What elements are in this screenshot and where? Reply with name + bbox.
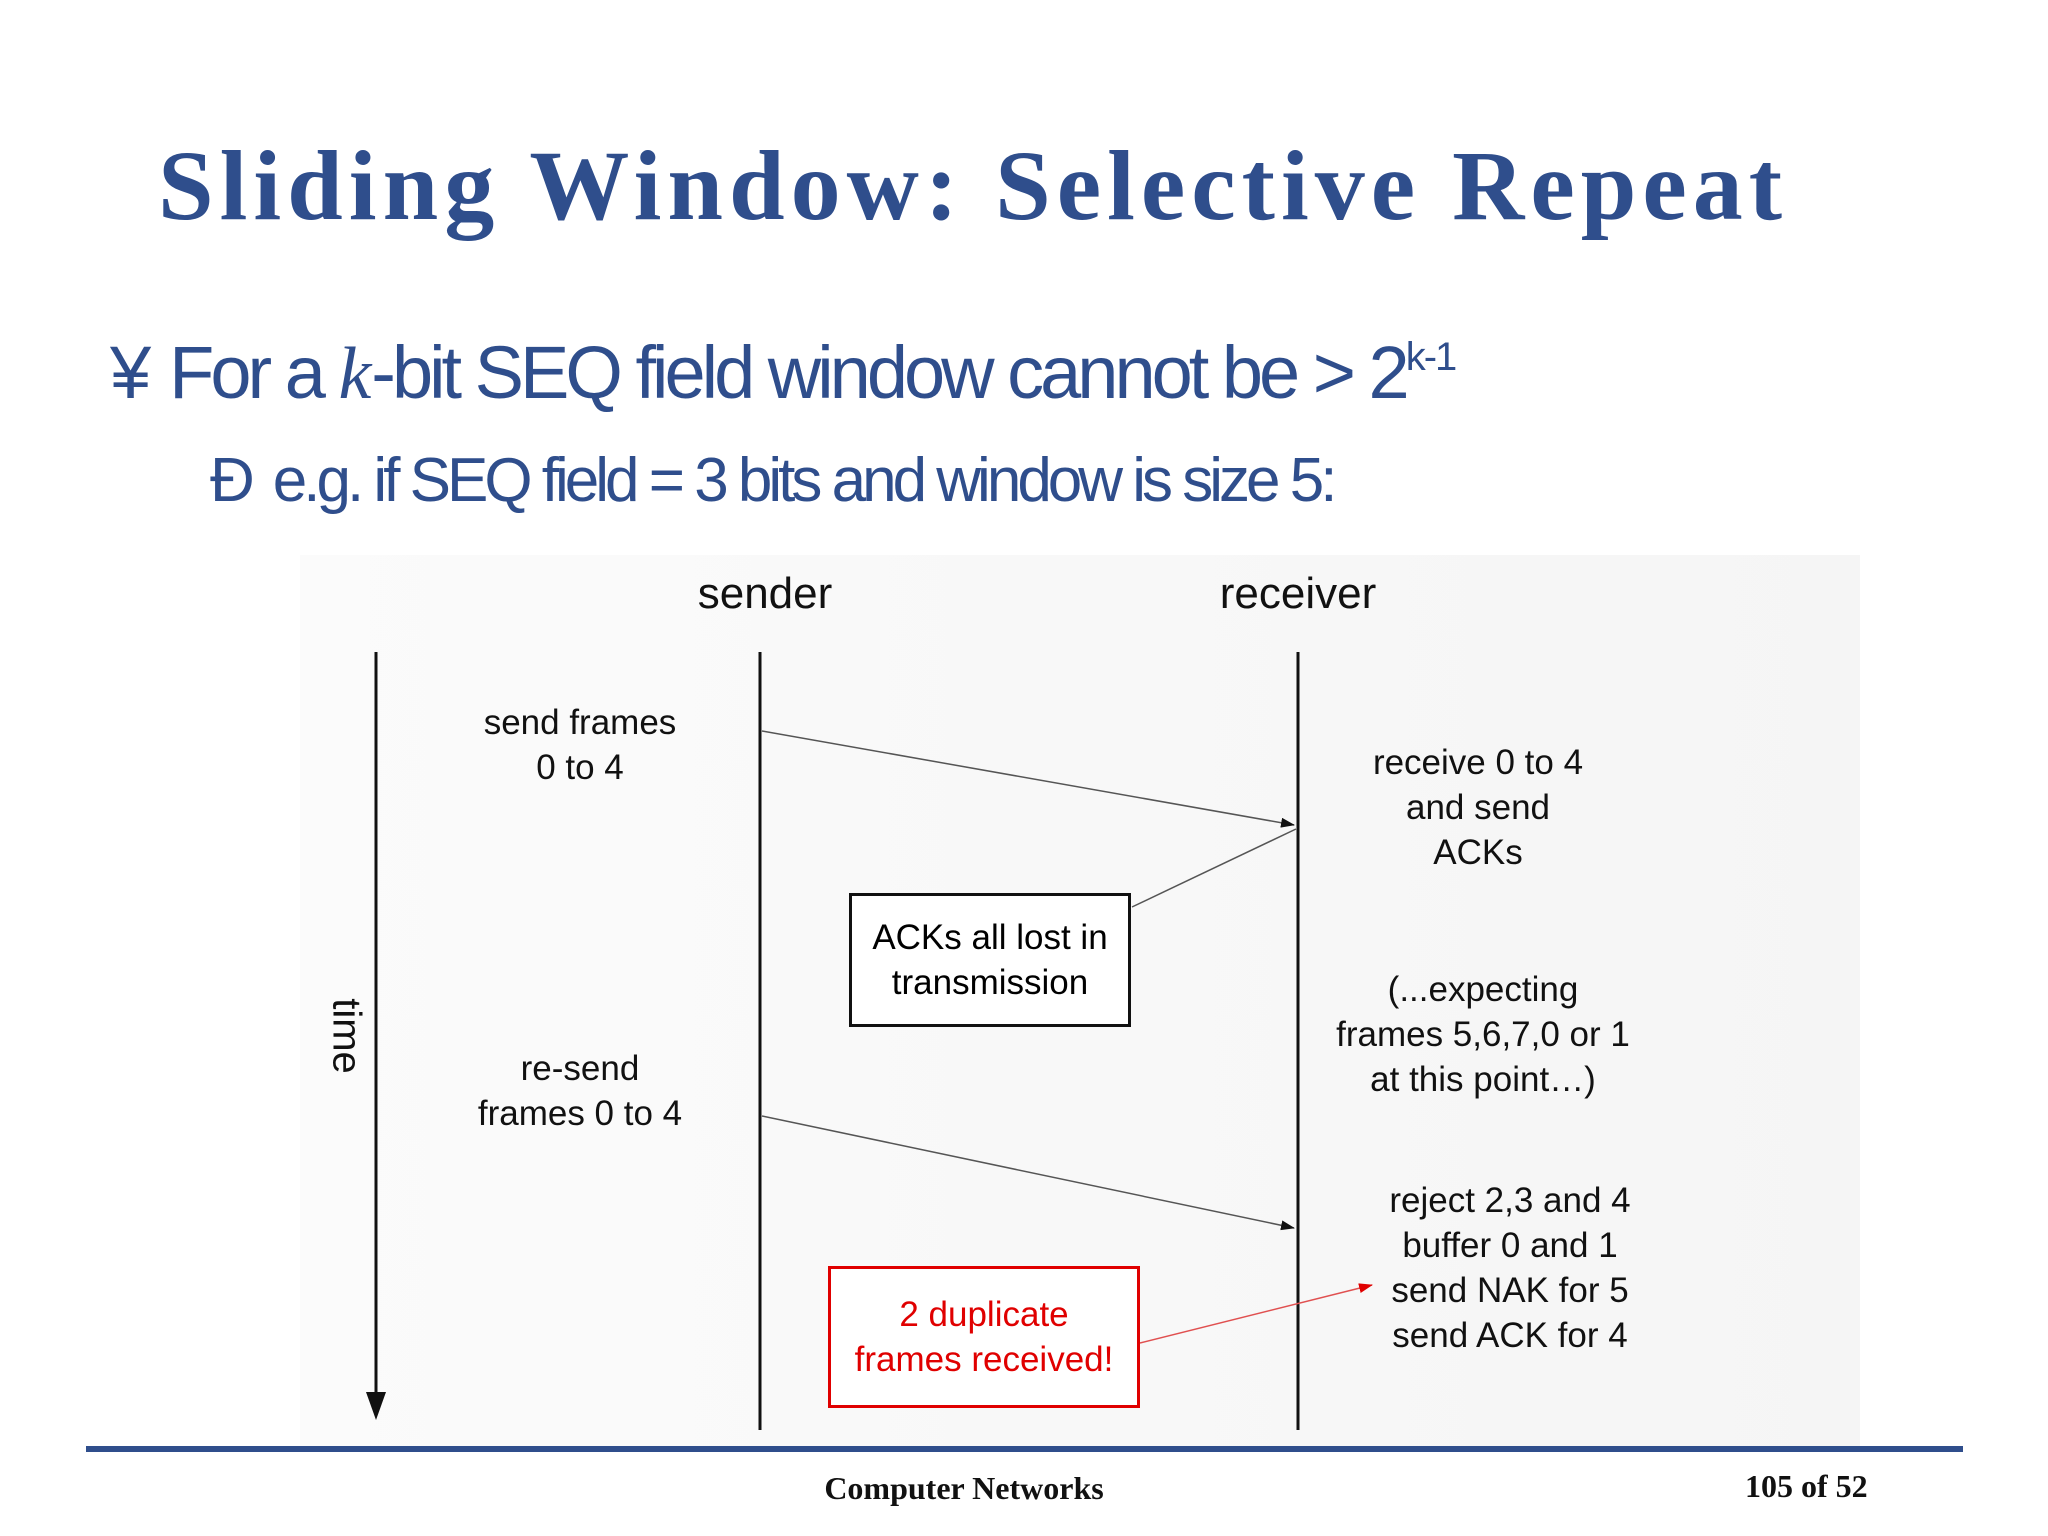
bullet-window-limit: ¥For a k-bit SEQ field window cannot be … [110,330,1458,417]
duplicates-callout: 2 duplicate frames received! [828,1266,1140,1408]
bullet-variable-k: k [338,333,372,415]
time-axis-arrowhead [366,1392,386,1420]
sender-note-send: send frames 0 to 4 [483,703,677,787]
sub-bullet-text: e.g. if SEQ field = 3 bits and window is… [272,446,1338,515]
time-label: time [324,998,369,1074]
bullet-text-prefix: For a [169,331,339,414]
acks-lost-callout: ACKs all lost in transmission [849,893,1131,1027]
footer-course-name: Computer Networks [824,1470,1104,1506]
sub-bullet-glyph: Ð [210,446,255,515]
receiver-note-expecting: (...expecting frames 5,6,7,0 or 1 at thi… [1336,970,1630,1099]
receiver-note-reject: reject 2,3 and 4 buffer 0 and 1 send NAK… [1389,1181,1631,1355]
footer-divider [86,1446,1963,1452]
receiver-header: receiver [1219,569,1377,618]
sender-note-resend: re-send frames 0 to 4 [477,1049,683,1133]
sender-header: sender [697,569,833,618]
acks-lost-line [1131,828,1297,908]
receiver-note-receive: receive 0 to 4 and send ACKs [1372,743,1584,872]
frames-0-4-arrow [761,730,1295,828]
bullet-text-middle: -bit SEQ field window cannot be > 2 [371,331,1409,414]
slide-title: Sliding Window: Selective Repeat [158,130,1789,241]
bullet-superscript: k-1 [1405,335,1458,379]
bullet-glyph: ¥ [110,331,151,414]
duplicates-pointer-arrow [1139,1283,1373,1344]
resend-frames-arrow [761,1115,1295,1231]
footer-page-number: 105 of 52 [1745,1468,1868,1504]
